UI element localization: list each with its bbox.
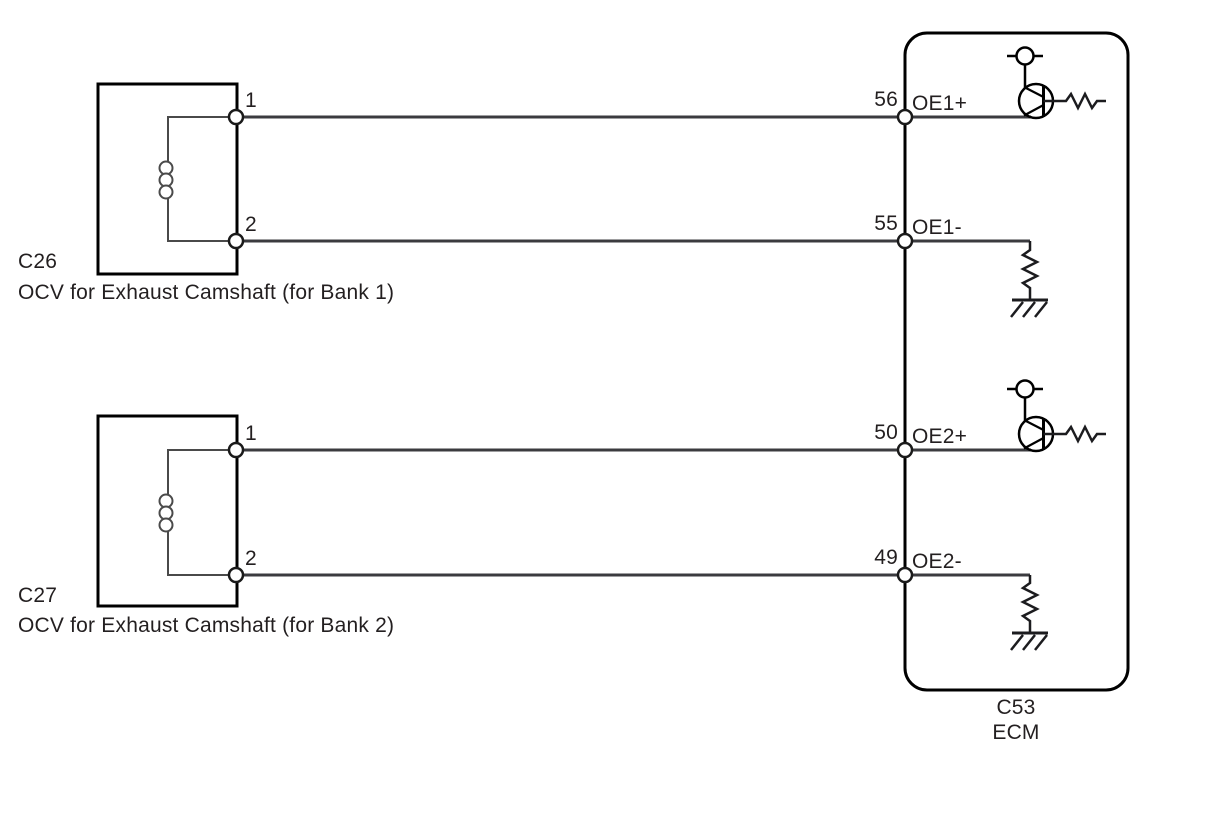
ecm-name: ECM bbox=[992, 721, 1040, 744]
resistor-icon bbox=[1043, 424, 1106, 444]
c26-connector-id: C26 bbox=[18, 250, 58, 273]
power-supply-icon bbox=[1007, 46, 1043, 88]
c26-inner-wire bbox=[167, 116, 236, 242]
coil-icon bbox=[158, 493, 174, 533]
pin-terminal bbox=[227, 566, 245, 584]
c27-pin1-number: 1 bbox=[245, 422, 257, 445]
pin-terminals bbox=[227, 108, 914, 584]
transistor-icon bbox=[1007, 379, 1106, 453]
ecm-signal-oe1-minus: OE1- bbox=[912, 216, 962, 239]
c27-inner-wire bbox=[167, 449, 236, 576]
harness-wires bbox=[236, 115, 1031, 577]
ecm-pin50-number: 50 bbox=[874, 421, 898, 444]
c27-connector-desc: OCV for Exhaust Camshaft (for Bank 2) bbox=[18, 614, 395, 637]
ecm-signal-oe1-plus: OE1+ bbox=[912, 92, 968, 115]
pin-terminal bbox=[896, 108, 914, 126]
resistor-icon bbox=[1020, 575, 1040, 633]
c27-connector-id: C27 bbox=[18, 584, 58, 607]
ground-icon bbox=[1010, 631, 1048, 651]
ecm-pin56-number: 56 bbox=[874, 88, 898, 111]
c27-solenoid bbox=[158, 449, 236, 576]
connector-c26-box bbox=[96, 82, 239, 276]
resistor-icon bbox=[1043, 91, 1106, 111]
c26-pin2-number: 2 bbox=[245, 213, 257, 236]
c27-pin2-number: 2 bbox=[245, 547, 257, 570]
connector-c27-box bbox=[96, 414, 239, 608]
ground-resistor bbox=[1010, 575, 1048, 651]
pin-terminal bbox=[896, 232, 914, 250]
c26-pin1-number: 1 bbox=[245, 89, 257, 112]
transistor-icon bbox=[1007, 46, 1106, 120]
coil-icon bbox=[158, 160, 174, 200]
power-supply-icon bbox=[1007, 379, 1043, 421]
ecm-connector-id: C53 bbox=[996, 696, 1036, 719]
pin-terminal bbox=[227, 232, 245, 250]
pin-terminal bbox=[227, 108, 245, 126]
ground-resistor bbox=[1010, 241, 1048, 318]
ground-icon bbox=[1010, 298, 1048, 318]
ecm-pin49-number: 49 bbox=[874, 546, 898, 569]
pin-terminal bbox=[896, 441, 914, 459]
pin-terminal bbox=[896, 566, 914, 584]
c26-solenoid bbox=[158, 116, 236, 242]
ecm-box bbox=[903, 31, 1130, 692]
resistor-icon bbox=[1020, 241, 1040, 300]
ecm-signal-oe2-plus: OE2+ bbox=[912, 425, 968, 448]
pin-terminal bbox=[227, 441, 245, 459]
ecm-signal-oe2-minus: OE2- bbox=[912, 550, 962, 573]
ecm-pin55-number: 55 bbox=[874, 212, 898, 235]
c26-connector-desc: OCV for Exhaust Camshaft (for Bank 1) bbox=[18, 281, 395, 304]
